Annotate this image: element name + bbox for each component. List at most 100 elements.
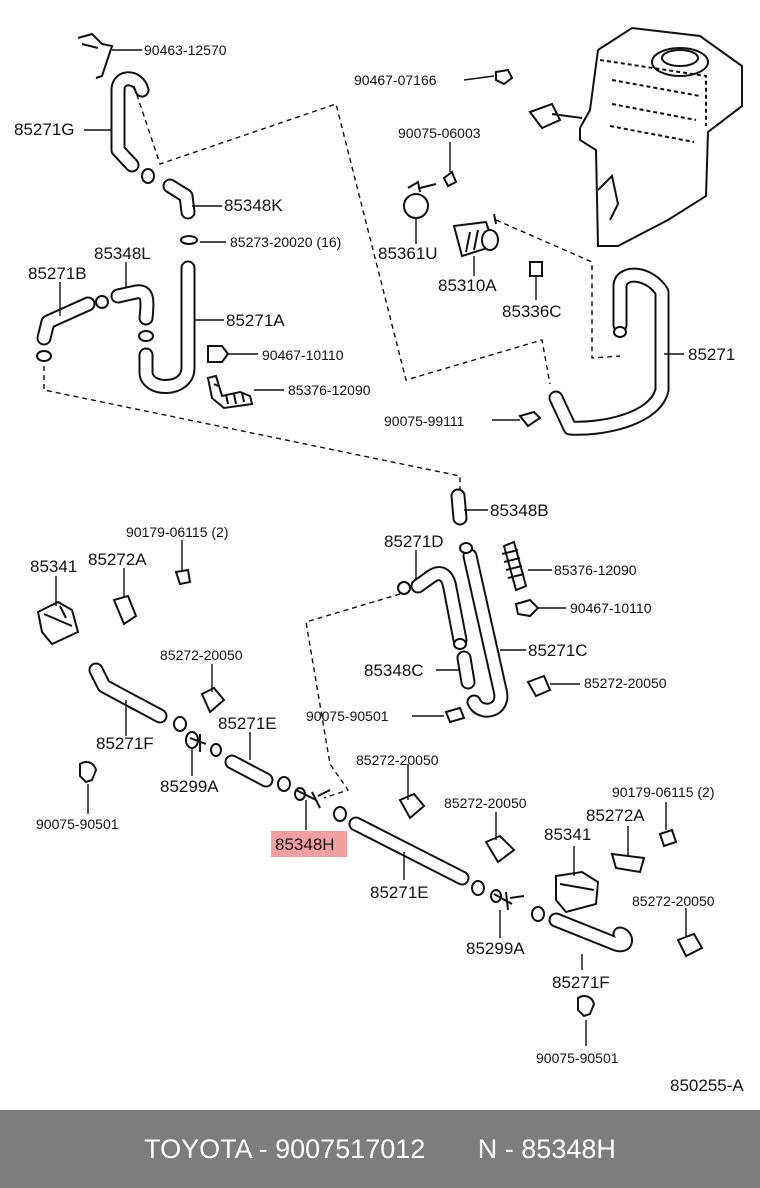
label-85348b: 85348B [490, 501, 549, 520]
label-90463-12570: 90463-12570 [144, 42, 227, 58]
label-85271f-right: 85271F [552, 973, 610, 992]
footer-text: TOYOTA - 9007517012 N - 85348H [144, 1134, 616, 1164]
clamp-90075-90501-bottom [577, 995, 596, 1018]
clamp-90075-90501-mid [444, 706, 466, 724]
label-90467-10110-top: 90467-10110 [262, 347, 344, 363]
ring-85271 [613, 326, 627, 338]
label-85272-20050-right: 85272-20050 [584, 675, 667, 691]
hose-85271 [548, 267, 670, 436]
label-85271b: 85271B [28, 264, 87, 283]
label-85341-left: 85341 [30, 557, 77, 576]
ring-85271f [173, 716, 187, 732]
screw-90075-06003 [419, 170, 458, 189]
hose-85271d [410, 566, 468, 648]
label-85376-12090-top: 85376-12090 [288, 382, 371, 398]
grommet-85336c [529, 261, 543, 277]
bellows-85376-bottom [501, 540, 528, 592]
label-85273-20020: 85273-20020 (16) [230, 234, 341, 250]
clip-85272-left [200, 686, 226, 714]
label-85271: 85271 [688, 345, 735, 364]
label-85271e-right: 85271E [370, 883, 429, 902]
clip-90467-07166 [495, 68, 514, 86]
hose-85271c [462, 548, 509, 718]
leader-lines [55, 49, 687, 1046]
label-85348l: 85348L [94, 244, 151, 263]
ring-85271e-end [277, 776, 291, 792]
label-85361u: 85361U [378, 244, 438, 263]
label-90467-07166: 90467-07166 [354, 72, 437, 88]
ring-85271e-right-end [471, 880, 485, 896]
connector-85348c [456, 650, 476, 690]
grommet-85273 [180, 235, 198, 245]
hose-85271f-left [88, 662, 168, 724]
parts-diagram: 90463-12570 85271G 90467-07166 90075-060… [14, 26, 744, 1095]
screw-90179-right [658, 828, 678, 848]
ring-85271c [453, 638, 467, 650]
clamp-90075-99111 [518, 410, 542, 428]
nozzle-85341-left [36, 600, 80, 646]
label-90075-90501-mid: 90075-90501 [306, 708, 389, 724]
clip-85272a-right [610, 852, 646, 874]
label-85299a-right: 85299A [466, 939, 525, 958]
ring-85271g [141, 168, 155, 184]
label-85376-12090-bottom: 85376-12090 [554, 562, 637, 578]
label-85341-right: 85341 [544, 825, 591, 844]
label-90075-06003: 90075-06003 [398, 125, 481, 141]
ring-85271d-end [397, 581, 411, 595]
label-90075-90501-left: 90075-90501 [36, 816, 119, 832]
clip-85272a-left [112, 594, 138, 626]
ring-85271b [95, 295, 109, 309]
route-upper [133, 85, 551, 385]
hose-85271e-left [224, 754, 274, 788]
bracket-90463 [77, 32, 114, 79]
label-85271g: 85271G [14, 120, 75, 139]
label-85299a-left: 85299A [160, 777, 219, 796]
footer-bar: TOYOTA - 9007517012 N - 85348H [0, 1110, 760, 1188]
ring-85271b-end [36, 350, 52, 362]
diagram-code: 850255-A [670, 1076, 744, 1095]
label-90179-06115-left: 90179-06115 (2) [126, 524, 228, 540]
connector-85348k [162, 178, 196, 220]
part-labels: 90463-12570 85271G 90467-07166 90075-060… [14, 42, 744, 1095]
pump-85310a [452, 213, 499, 258]
hose-85271f-right [548, 912, 633, 953]
route-pump [495, 219, 621, 359]
label-90467-10110-bottom: 90467-10110 [570, 600, 652, 616]
label-85271c: 85271C [528, 641, 588, 660]
nozzle-85341-right [555, 870, 600, 914]
label-85272-20050-bottom-right: 85272-20050 [632, 893, 715, 909]
label-85272a-left: 85272A [88, 550, 147, 569]
label-85348c: 85348C [364, 661, 424, 680]
hose-85271g [110, 71, 150, 173]
label-85271f-left: 85271F [96, 734, 154, 753]
clip-85272-lower-right [484, 834, 516, 864]
clip-90467-10110-bottom [514, 598, 540, 618]
highlight-85348h [271, 831, 347, 857]
label-85272a-right: 85272A [586, 806, 645, 825]
label-90075-90501-bottom: 90075-90501 [536, 1050, 619, 1066]
clip-85272-bottom-right [676, 932, 704, 958]
label-85272-20050-left: 85272-20050 [160, 647, 243, 663]
label-85271d: 85271D [384, 532, 444, 551]
connector-85348b [450, 488, 468, 526]
tee-85299a-right [490, 889, 525, 911]
route-cross [43, 366, 461, 490]
screw-90179-left [174, 568, 192, 586]
bellows-85376-top [206, 374, 254, 410]
route-lower [305, 593, 401, 799]
label-85348h: 85348H [275, 835, 335, 854]
ring-85271d [459, 542, 473, 554]
clamp-90075-90501-left [79, 761, 98, 784]
label-85348k: 85348K [224, 196, 283, 215]
hose-85271b [36, 296, 96, 346]
label-85271e-left: 85271E [218, 714, 277, 733]
ring-85271f-right [531, 906, 545, 922]
label-85336c: 85336C [502, 302, 562, 321]
clip-85272-right [526, 674, 552, 698]
label-85271a: 85271A [226, 311, 285, 330]
clip-85272-lower-mid [398, 792, 426, 820]
label-85310a: 85310A [438, 276, 497, 295]
connector-85348h [294, 787, 331, 809]
hose-85271a [138, 260, 196, 394]
clip-90467-10110-top [207, 345, 230, 363]
